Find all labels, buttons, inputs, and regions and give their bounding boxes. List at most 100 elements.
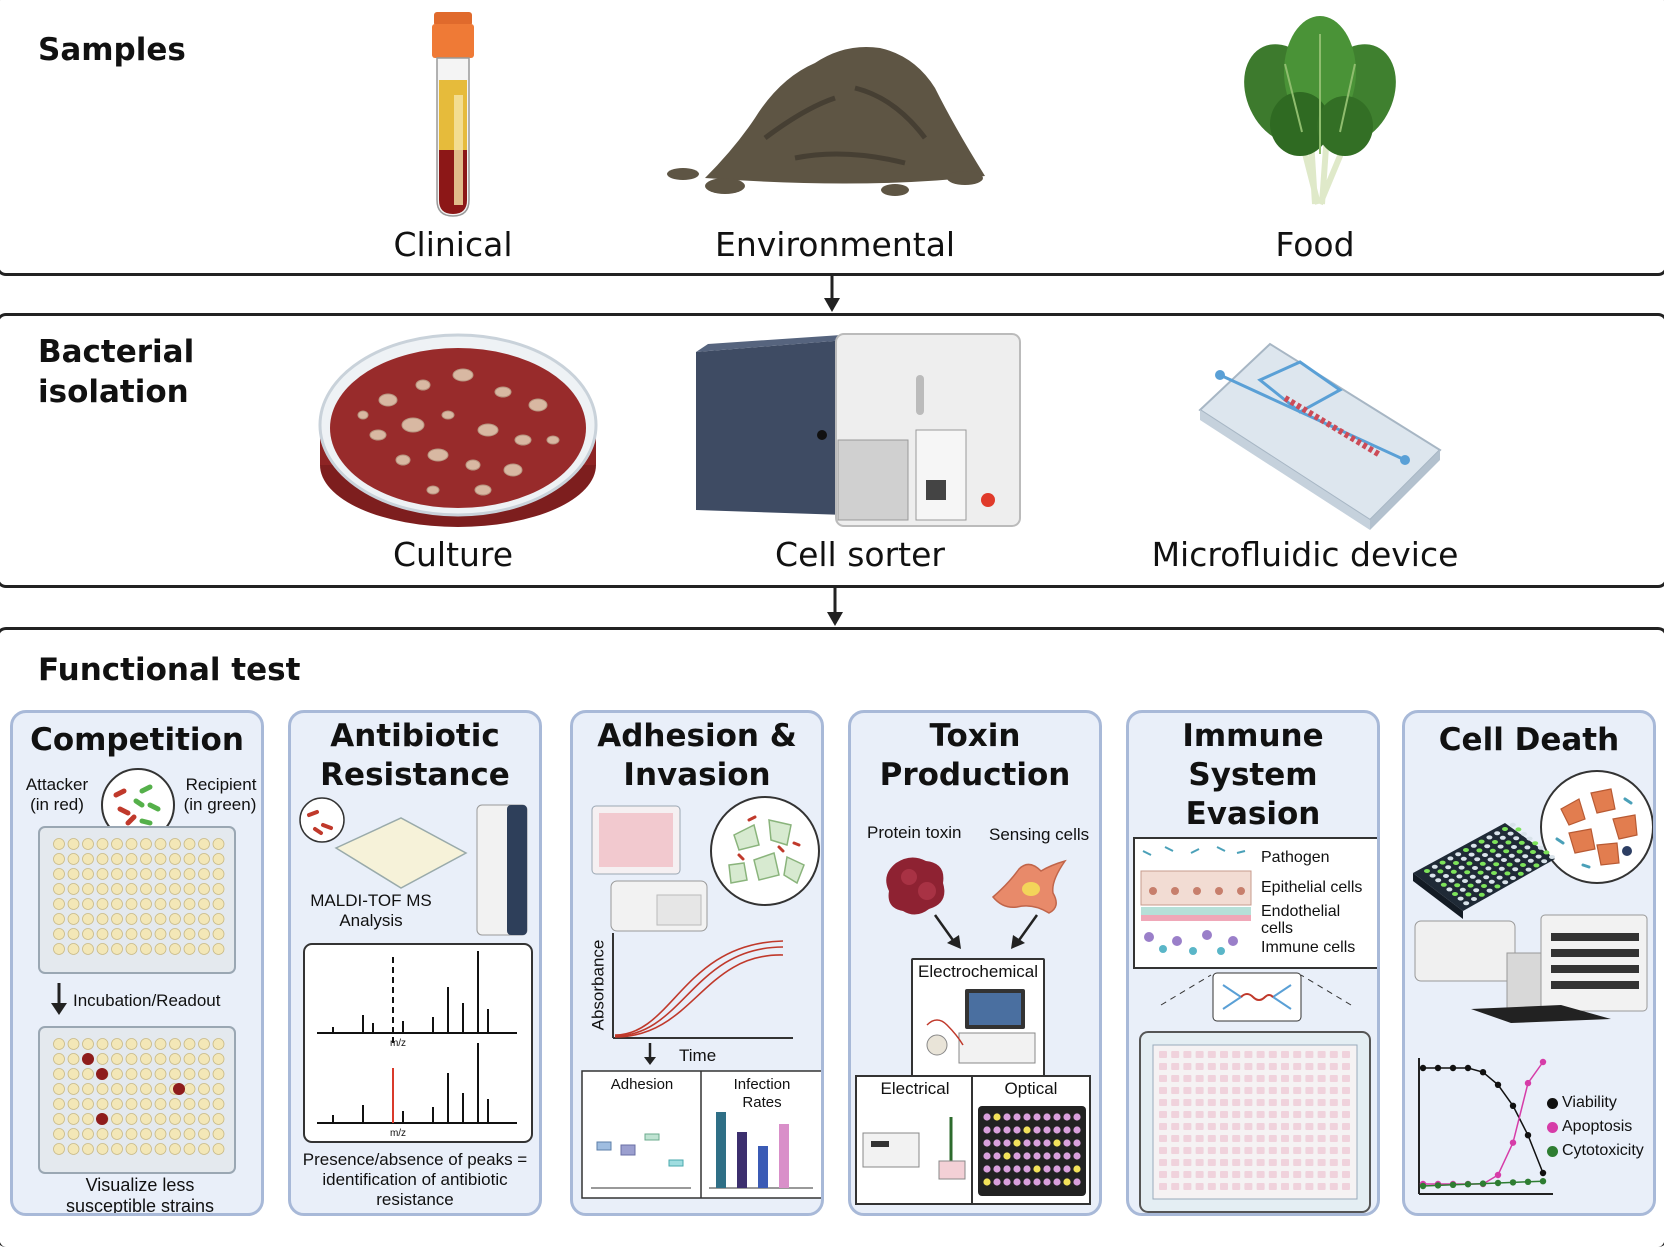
well — [1232, 1051, 1241, 1058]
well — [53, 1143, 65, 1155]
well — [1256, 1111, 1265, 1118]
apoptotic-cells-zoom-icon — [1540, 770, 1653, 884]
well — [1244, 1051, 1253, 1058]
well — [1244, 1111, 1253, 1118]
well — [1437, 869, 1444, 874]
well — [1063, 1113, 1071, 1121]
well — [183, 1068, 196, 1080]
data-point — [1434, 1064, 1442, 1072]
well — [82, 868, 94, 880]
chip-zoom-icon — [1160, 972, 1352, 1022]
electrochemical-label: Electrochemical — [918, 962, 1038, 981]
well — [1478, 892, 1485, 897]
well — [1305, 1183, 1314, 1190]
well — [1268, 1147, 1277, 1154]
competition-caption-line1: Visualize less — [85, 1175, 195, 1195]
toxin-panel: Toxin Production Protein toxin Sensing c… — [848, 710, 1102, 1216]
well — [1268, 1183, 1277, 1190]
well — [1429, 873, 1436, 878]
well — [983, 1113, 991, 1121]
well — [53, 898, 65, 910]
well — [1183, 1075, 1192, 1082]
well — [67, 883, 80, 895]
well — [183, 1113, 196, 1125]
electrochemical-station-icon — [926, 989, 1036, 1064]
well — [212, 868, 225, 880]
well — [1342, 1075, 1350, 1082]
recipient-note: (in green) — [183, 795, 257, 814]
toxin-title-line1: Toxin — [929, 718, 1021, 754]
legend-item: Cytotoxicity — [1547, 1139, 1653, 1163]
well — [140, 1083, 152, 1095]
well — [1195, 1135, 1204, 1142]
well — [1512, 867, 1519, 872]
well — [1530, 850, 1536, 854]
absorbance-label: Absorbance — [588, 939, 608, 1031]
well — [1171, 1123, 1180, 1130]
well — [140, 913, 152, 925]
well — [169, 1128, 181, 1140]
well — [1482, 853, 1488, 857]
well — [154, 1113, 167, 1125]
well — [1268, 1099, 1277, 1106]
electrical-label: Electrical — [880, 1079, 950, 1098]
well — [1159, 1171, 1167, 1178]
isolation-title-line1: Bacterial — [38, 334, 195, 370]
well — [169, 853, 181, 865]
samples-title: Samples — [38, 32, 186, 68]
well — [53, 1068, 65, 1080]
well — [1281, 1147, 1289, 1154]
well — [1456, 874, 1463, 879]
well — [1281, 1159, 1289, 1166]
electrical-device-icon — [862, 1117, 966, 1180]
well — [1481, 884, 1487, 888]
well — [1487, 857, 1494, 862]
well — [1043, 1113, 1051, 1121]
well — [111, 943, 123, 955]
well — [1244, 1099, 1253, 1106]
well — [1453, 861, 1459, 865]
well — [1195, 1171, 1204, 1178]
well — [1244, 1171, 1253, 1178]
well — [1003, 1152, 1011, 1160]
well — [1063, 1152, 1071, 1160]
well — [1073, 1152, 1081, 1160]
data-point — [1539, 1169, 1547, 1177]
well — [125, 1098, 138, 1110]
well — [1317, 1111, 1326, 1118]
antibiotic-caption-line2: identification of antibiotic — [322, 1170, 508, 1189]
well — [1256, 1063, 1265, 1070]
well — [1159, 1159, 1167, 1166]
well — [1171, 1171, 1180, 1178]
well — [1053, 1139, 1061, 1147]
data-point — [1479, 1069, 1487, 1076]
well — [1013, 1139, 1021, 1147]
celldeath-title: Cell Death — [1438, 722, 1620, 758]
well — [1517, 871, 1524, 876]
well — [1342, 1051, 1350, 1058]
well — [111, 1113, 123, 1125]
well — [1232, 1183, 1241, 1190]
well — [140, 1098, 152, 1110]
well — [140, 883, 152, 895]
imaging-station-icon — [1414, 914, 1648, 1023]
well — [169, 838, 181, 850]
well — [1459, 887, 1466, 892]
well — [1220, 1075, 1228, 1082]
well — [82, 1098, 94, 1110]
well — [1329, 1051, 1338, 1058]
well — [140, 928, 152, 940]
well — [1513, 836, 1520, 841]
well — [1342, 1111, 1350, 1118]
well — [1256, 1183, 1265, 1190]
well — [1479, 861, 1486, 866]
well — [140, 1113, 152, 1125]
well — [1329, 1111, 1338, 1118]
well — [1043, 1165, 1051, 1173]
well — [1511, 845, 1517, 849]
well — [1317, 1087, 1326, 1094]
well — [1293, 1051, 1302, 1058]
well — [1515, 827, 1522, 832]
well — [140, 943, 152, 955]
well — [1317, 1075, 1326, 1082]
